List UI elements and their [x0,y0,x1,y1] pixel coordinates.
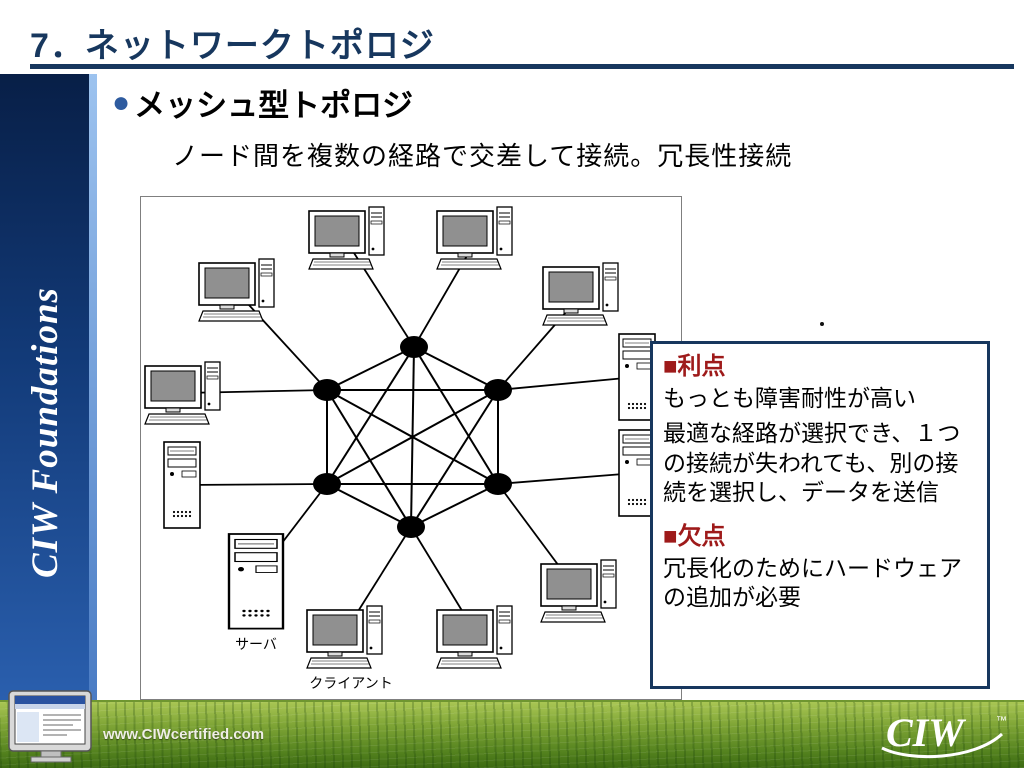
hub-node [400,336,428,358]
disadvantages-title: ■欠点 [663,522,726,550]
bullet-icon: ● [112,85,131,119]
server-tower-main [227,532,285,630]
browser-thumbnail-graphic [8,690,92,763]
footer-url: www.CIWcertified.com [103,726,265,743]
advantage-item: もっとも障害耐性が高い [663,385,916,411]
section-description: ノード間を複数の経路で交差して接続。冗長性接続 [172,141,793,171]
hub-nodes [313,336,512,538]
client-computer [542,262,619,326]
client-label: クライアント [309,675,392,691]
hub-node [484,379,512,401]
hub-node [313,379,341,401]
footer-band [0,700,1024,768]
client-computer [308,206,385,270]
ciw-logo-text: CIW [886,710,966,755]
advantages-title: ■利点 [663,353,726,380]
section-heading-text: メッシュ型トポロジ [134,88,414,123]
mesh-topology-svg: サーバ クライアント [144,206,656,691]
sidebar [0,74,97,700]
client-computer [144,361,221,425]
mesh-edges [326,346,499,528]
disadvantage-item: 冗長化のためにハードウェアの追加が必要 [663,554,962,611]
hub-node [313,473,341,495]
server-tower [163,441,201,529]
section-heading: ● メッシュ型トポロジ [112,80,413,125]
client-computer [436,206,513,270]
sidebar-edge-stripe [89,74,97,700]
stray-dot [820,322,824,326]
hub-node [397,516,425,538]
server-label: サーバ [235,636,277,652]
sidebar-brand: CIW Foundations [25,287,66,578]
trademark-symbol: ™ [996,715,1007,727]
hub-node [484,473,512,495]
client-computer [306,605,383,669]
page-title: 7．ネットワークトポロジ [30,27,435,65]
client-computer [436,605,513,669]
info-box: ■利点 もっとも障害耐性が高い 最適な経路が選択でき、１つの接続が失われても、別… [650,341,990,689]
ciw-logo-graphic: CIW ™ [881,710,1007,759]
browser-thumbnail [7,690,99,764]
client-computer [198,258,275,322]
title-divider [30,64,1014,69]
mesh-topology-diagram: サーバ クライアント [140,196,682,700]
ciw-swoosh [881,732,1004,759]
advantage-item: 最適な経路が選択でき、１つの接続が失われても、別の接続を選択し、データを送信 [663,420,961,506]
ciw-logo: CIW ™ [876,708,1012,762]
client-computer [540,559,617,623]
